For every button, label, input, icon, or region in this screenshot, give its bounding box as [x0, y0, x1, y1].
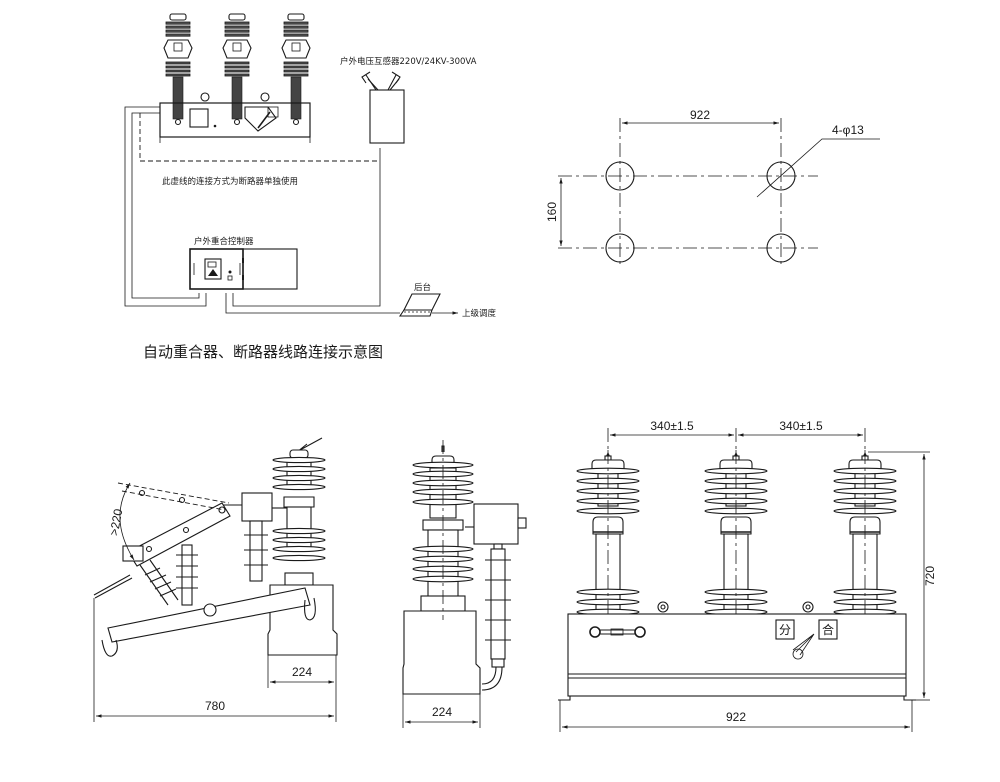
wiring-diagram-title: 自动重合器、断路器线路连接示意图: [143, 343, 383, 361]
pt-label: 户外电压互感器220V/24KV-300VA: [340, 56, 477, 67]
end-view: 224: [402, 440, 527, 728]
end-base-dim: 224: [432, 705, 452, 719]
height-dim: 720: [923, 566, 937, 586]
voltage-transformer-sketch: [361, 71, 405, 144]
hole-spacing-height: 160: [545, 202, 559, 222]
opening-angle-dim: >220: [107, 507, 126, 536]
mounting-hole: [766, 161, 796, 191]
dashed-line-note: 此虚线的连接方式为断路器单独使用: [162, 176, 298, 187]
mounting-hole-layout: 922 160 4-φ13: [545, 108, 880, 267]
controller-sketch: [189, 248, 298, 290]
mounting-hole: [605, 233, 635, 263]
wire-1: [124, 106, 207, 307]
wiring-diagram: 户外电压互感器220V/24KV-300VA 此虚线的连接方式为断路器单独使用 …: [124, 13, 497, 361]
side-view: >220 224 780: [93, 437, 338, 722]
close-indicator-box: [818, 619, 838, 640]
hole-spacing-width: 922: [690, 108, 710, 122]
laptop-icon: [398, 293, 441, 317]
position-pointer-icon: [792, 633, 815, 660]
controller-label: 户外重合控制器: [194, 236, 254, 247]
backend-wire: [225, 293, 400, 314]
pitch-dim-left: 340±1.5: [650, 419, 694, 433]
close-label: 合: [822, 622, 834, 637]
front-view: 分 合 340±1.5 340±1.5 720 922: [558, 419, 937, 732]
dashed-connection: [139, 113, 380, 162]
mechanism-cabinet: [567, 613, 907, 697]
manual-handle[interactable]: [589, 626, 646, 638]
side-overall-dim: 780: [205, 699, 225, 713]
hole-diameter-label: 4-φ13: [832, 123, 864, 137]
recloser-breaker-sketch: [159, 13, 311, 143]
open-indicator-box: [775, 619, 795, 640]
side-base-dim: 224: [292, 665, 312, 679]
mounting-hole: [605, 161, 635, 191]
wire-2: [131, 112, 200, 299]
mounting-hole: [766, 233, 796, 263]
dispatch-label: 上级调度: [462, 308, 497, 319]
pitch-dim-right: 340±1.5: [779, 419, 823, 433]
backend-label: 后台: [414, 282, 431, 293]
front-width-dim: 922: [726, 710, 746, 724]
pt-wire: [232, 148, 381, 307]
open-label: 分: [779, 623, 791, 637]
